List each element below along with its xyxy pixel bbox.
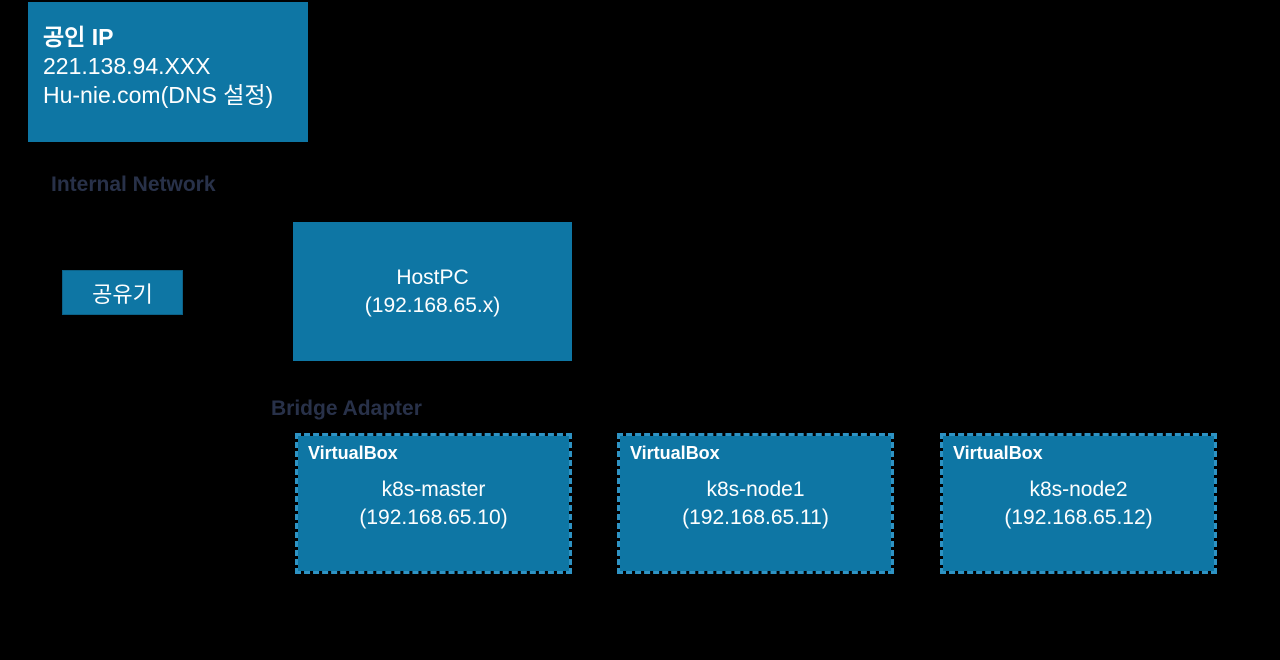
vm-name: k8s-node2 [1029, 477, 1128, 501]
vm-name: k8s-node1 [706, 477, 805, 501]
vm-ip: (192.168.65.12) [1004, 505, 1153, 529]
vm-provider-label: VirtualBox [630, 443, 720, 463]
public-ip-dns: Hu-nie.com(DNS 설정) [43, 82, 274, 108]
bridge-adapter-label: Bridge Adapter [271, 397, 422, 420]
public-ip-address: 221.138.94.XXX [43, 53, 211, 79]
vm-box-k8s-master: VirtualBox k8s-master (192.168.65.10) [295, 433, 572, 574]
router-box: 공유기 [62, 270, 183, 315]
vm-ip: (192.168.65.10) [359, 505, 508, 529]
hostpc-box: HostPC (192.168.65.x) [293, 222, 572, 361]
vm-provider-label: VirtualBox [308, 443, 398, 463]
vm-name: k8s-master [381, 477, 486, 501]
internal-network-label: Internal Network [51, 173, 216, 196]
vm-provider-label: VirtualBox [953, 443, 1043, 463]
public-ip-box: 공인 IP 221.138.94.XXX Hu-nie.com(DNS 설정) [28, 2, 308, 142]
hostpc-name: HostPC [396, 265, 469, 289]
vm-box-k8s-node1: VirtualBox k8s-node1 (192.168.65.11) [617, 433, 894, 574]
vm-box-k8s-node2: VirtualBox k8s-node2 (192.168.65.12) [940, 433, 1217, 574]
vm-ip: (192.168.65.11) [682, 505, 829, 529]
router-label: 공유기 [92, 281, 153, 307]
hostpc-ip: (192.168.65.x) [364, 293, 501, 317]
public-ip-title: 공인 IP [43, 24, 114, 50]
